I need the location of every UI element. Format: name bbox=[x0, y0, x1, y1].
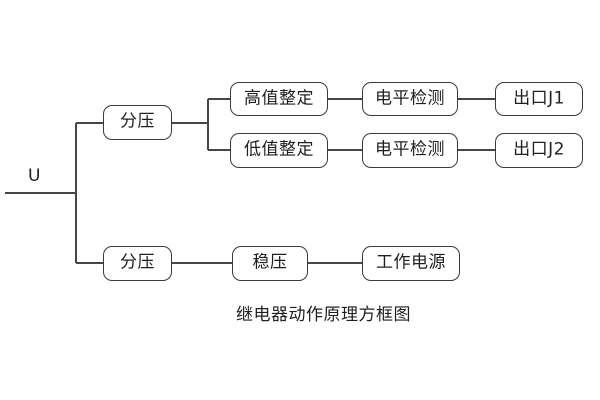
node-label-high-set: 高值整定 bbox=[244, 88, 314, 108]
input-voltage-label: U bbox=[28, 166, 41, 186]
node-label-output-j1: 出口J1 bbox=[513, 88, 565, 108]
node-regulator[interactable]: 稳压 bbox=[232, 246, 308, 281]
node-low-set[interactable]: 低值整定 bbox=[230, 133, 328, 168]
node-label-output-j2: 出口J2 bbox=[513, 139, 565, 160]
node-divider-top[interactable]: 分压 bbox=[103, 105, 172, 140]
node-level-detect-1[interactable]: 电平检测 bbox=[362, 82, 458, 116]
node-working-supply[interactable]: 工作电源 bbox=[362, 246, 460, 281]
node-label-level-detect-2: 电平检测 bbox=[375, 139, 445, 160]
node-output-j1[interactable]: 出口J1 bbox=[495, 82, 583, 116]
node-divider-bottom[interactable]: 分压 bbox=[103, 246, 172, 281]
node-label-low-set: 低值整定 bbox=[244, 139, 314, 160]
node-label-divider-bottom: 分压 bbox=[120, 252, 155, 273]
diagram-caption: 继电器动作原理方框图 bbox=[236, 305, 411, 325]
node-label-regulator: 稳压 bbox=[252, 252, 288, 273]
node-label-working-supply: 工作电源 bbox=[376, 252, 446, 273]
node-level-detect-2[interactable]: 电平检测 bbox=[362, 133, 458, 168]
node-high-set[interactable]: 高值整定 bbox=[230, 82, 328, 116]
node-label-divider-top: 分压 bbox=[120, 111, 155, 132]
node-output-j2[interactable]: 出口J2 bbox=[495, 133, 583, 168]
node-label-level-detect-1: 电平检测 bbox=[375, 88, 445, 108]
